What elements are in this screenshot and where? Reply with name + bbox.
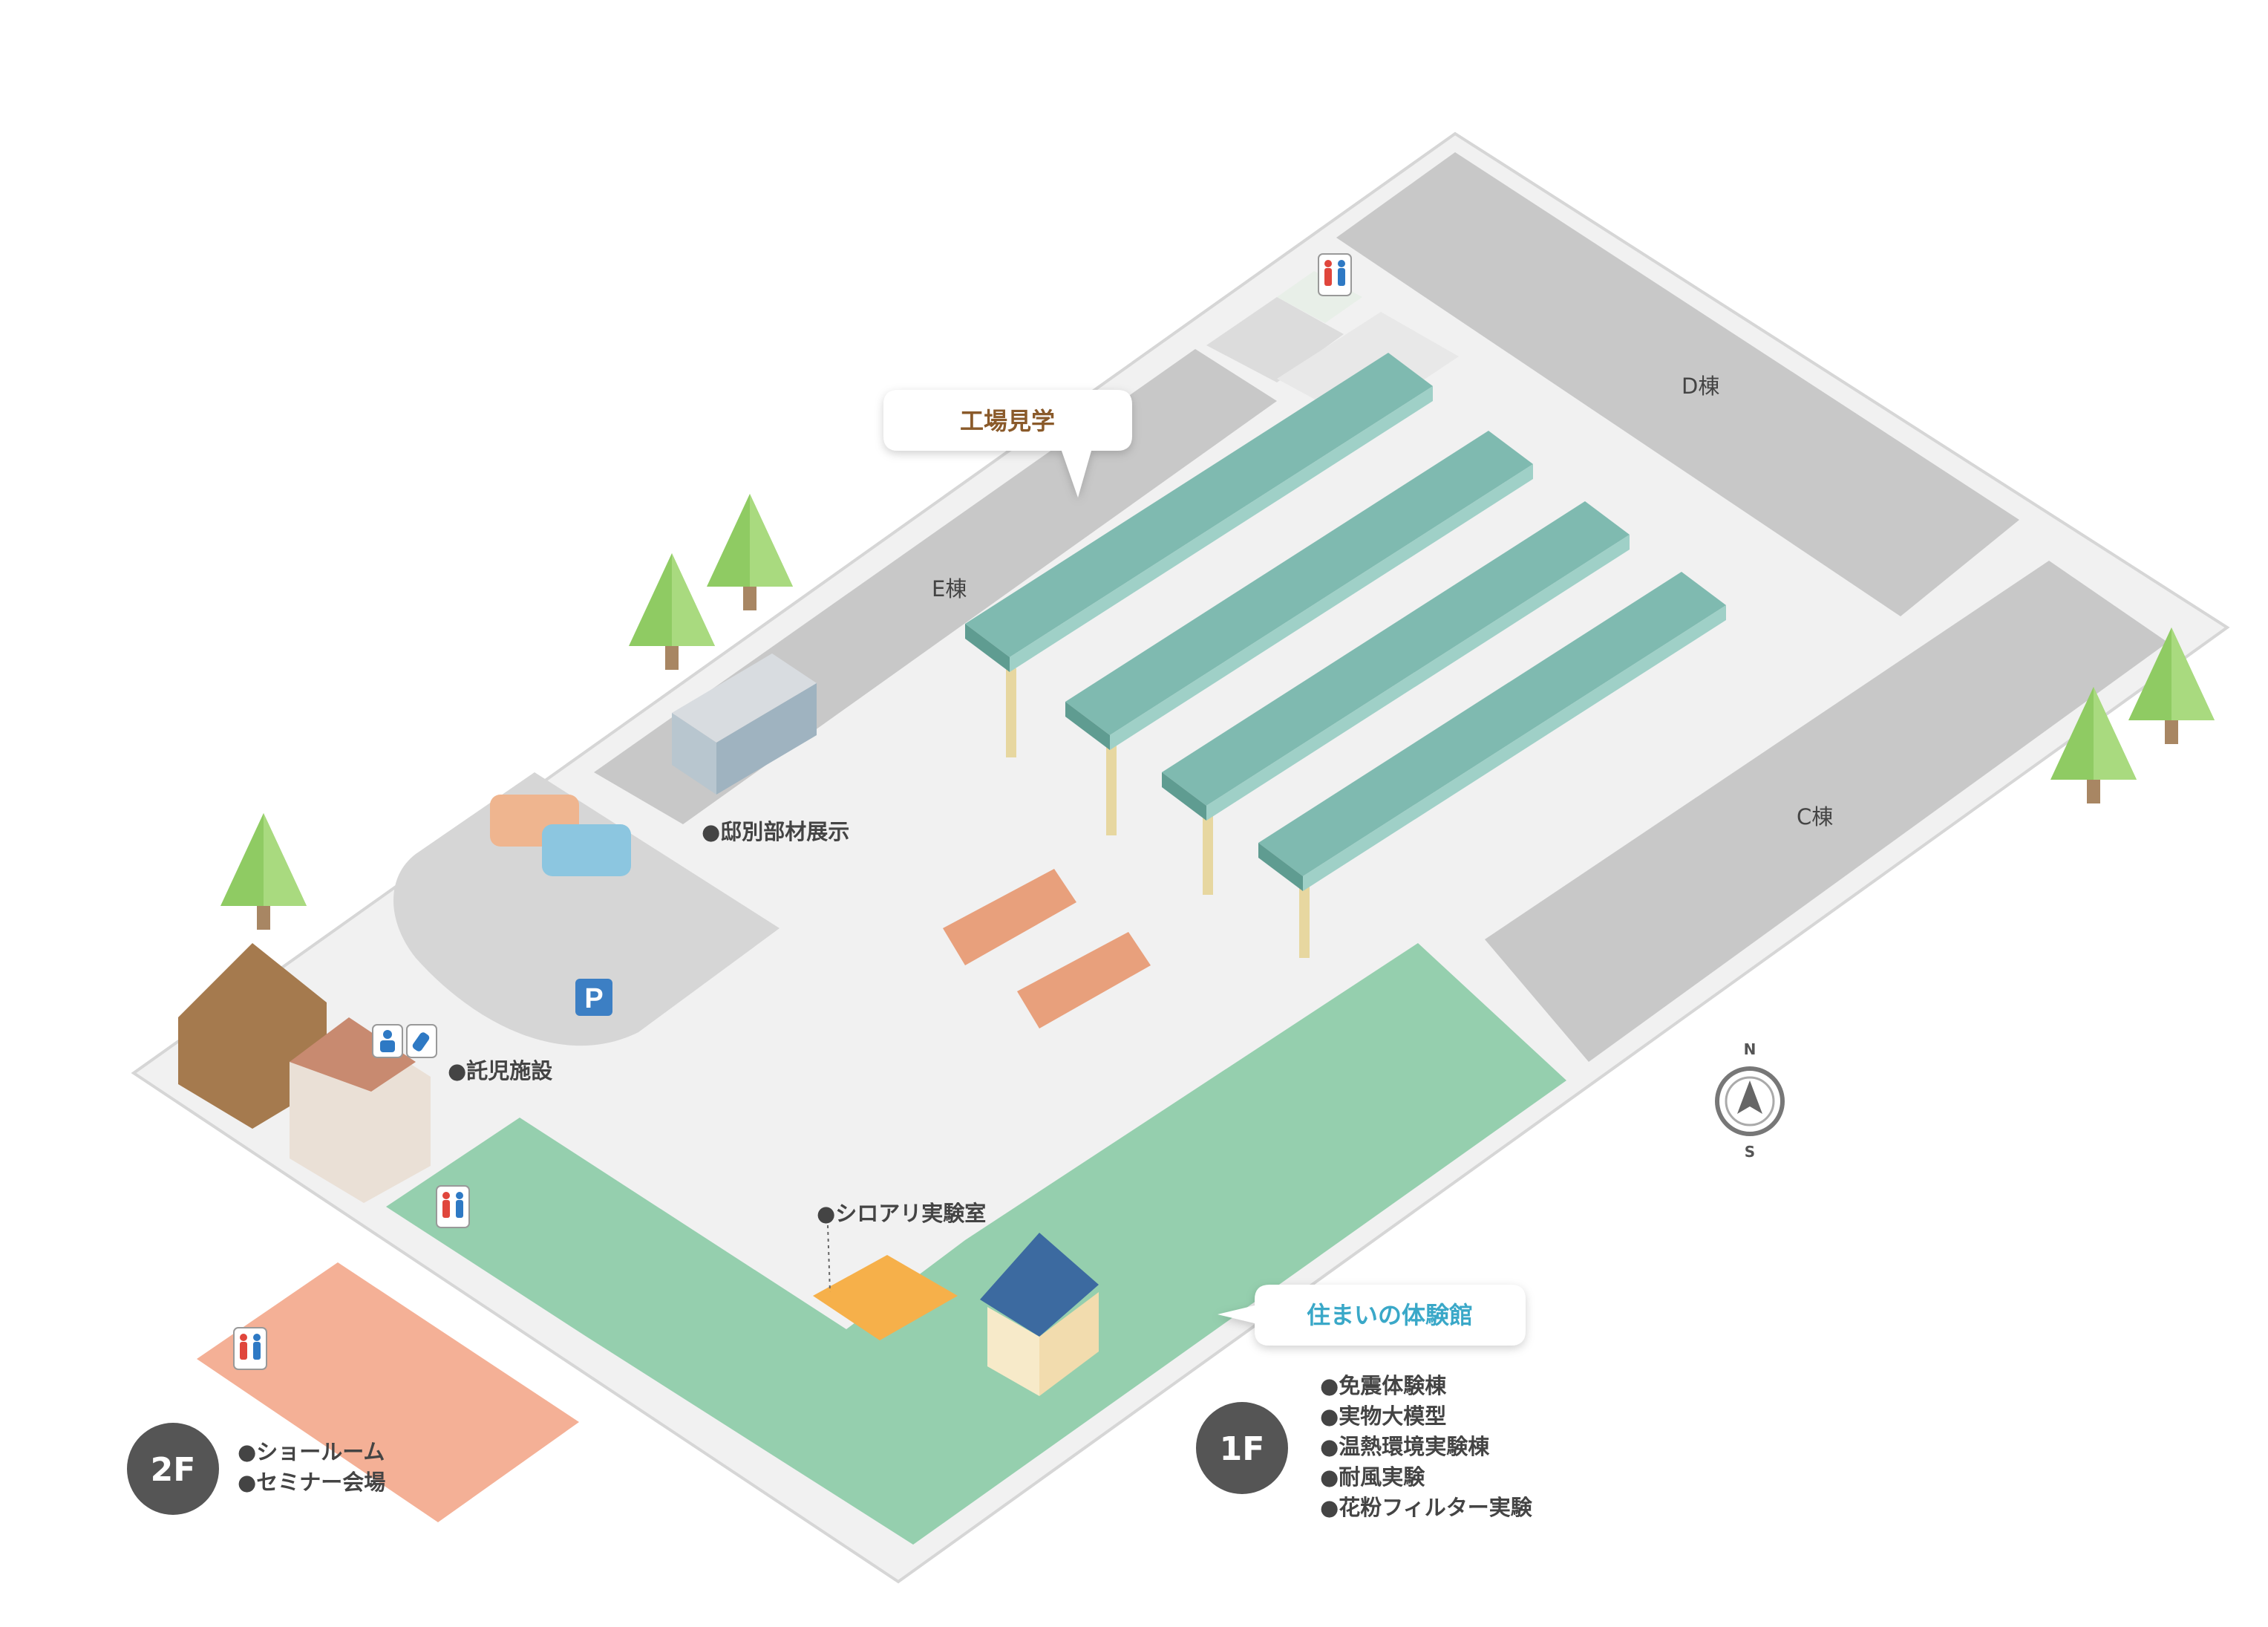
building-d bbox=[1336, 152, 2019, 616]
termite-lab bbox=[813, 1255, 958, 1340]
floor-2f-item: ●セミナー会場 bbox=[238, 1470, 385, 1495]
floor-1f-item: ●実物大模型 bbox=[1320, 1403, 1446, 1429]
factory-tour-callout[interactable] bbox=[883, 390, 1132, 498]
factory-tour-label: 工場見学 bbox=[960, 407, 1055, 435]
parking-lot bbox=[393, 772, 780, 1046]
termite-lab-label: ●シロアリ実験室 bbox=[817, 1201, 986, 1226]
experience-hall-callout[interactable] bbox=[1218, 1285, 1526, 1346]
floor-1f-item: ●耐風実験 bbox=[1320, 1464, 1425, 1490]
tree-icon bbox=[629, 553, 715, 670]
floor-2f-item: ●ショールーム bbox=[238, 1439, 385, 1464]
svg-text:P: P bbox=[584, 983, 603, 1014]
compass-icon: N S bbox=[1715, 1040, 1785, 1161]
compass-south: S bbox=[1745, 1143, 1755, 1161]
floor-1f-badge-text: 1F bbox=[1220, 1430, 1265, 1468]
termite-lab-leader bbox=[827, 1225, 831, 1293]
floor-1f-item: ●花粉フィルター実験 bbox=[1320, 1495, 1533, 1520]
exhibit-building bbox=[672, 653, 817, 795]
service-area bbox=[1206, 297, 1344, 382]
building-c bbox=[1485, 561, 2168, 1062]
floor-2f-badge-text: 2F bbox=[151, 1451, 196, 1489]
solar-house bbox=[980, 1233, 1099, 1396]
childcare-label: ●託児施設 bbox=[448, 1058, 553, 1083]
restroom-icon bbox=[436, 1185, 470, 1228]
floor-2f-badge[interactable] bbox=[127, 1423, 219, 1515]
tree-icon bbox=[707, 494, 793, 610]
factory-roofs bbox=[965, 353, 1726, 958]
floor-2f-area bbox=[197, 1262, 579, 1522]
service-area-2 bbox=[1277, 271, 1362, 323]
tree-icon bbox=[220, 813, 307, 930]
parking-icon: P bbox=[575, 979, 612, 1016]
building-c-label: C棟 bbox=[1797, 804, 1833, 829]
baby-care-icon bbox=[372, 1024, 437, 1058]
floor-1f-badge[interactable] bbox=[1196, 1402, 1288, 1494]
bus-icon bbox=[943, 869, 1151, 1028]
floor-1f-area bbox=[386, 943, 1566, 1545]
experience-hall-label: 住まいの体験館 bbox=[1307, 1301, 1473, 1329]
floor-1f-item: ●温熱環境実験棟 bbox=[1320, 1434, 1490, 1459]
restroom-icon bbox=[1318, 253, 1352, 296]
floor-1f-item: ●免震体験棟 bbox=[1320, 1373, 1447, 1398]
car-icon bbox=[490, 795, 631, 876]
building-e-label: E棟 bbox=[932, 576, 967, 601]
residence-parts-label: ●邸別部材展示 bbox=[702, 819, 849, 844]
compass-north: N bbox=[1744, 1040, 1756, 1058]
building-d-label: D棟 bbox=[1682, 374, 1719, 399]
childcare-houses bbox=[178, 943, 431, 1203]
restroom-icon bbox=[233, 1327, 267, 1370]
